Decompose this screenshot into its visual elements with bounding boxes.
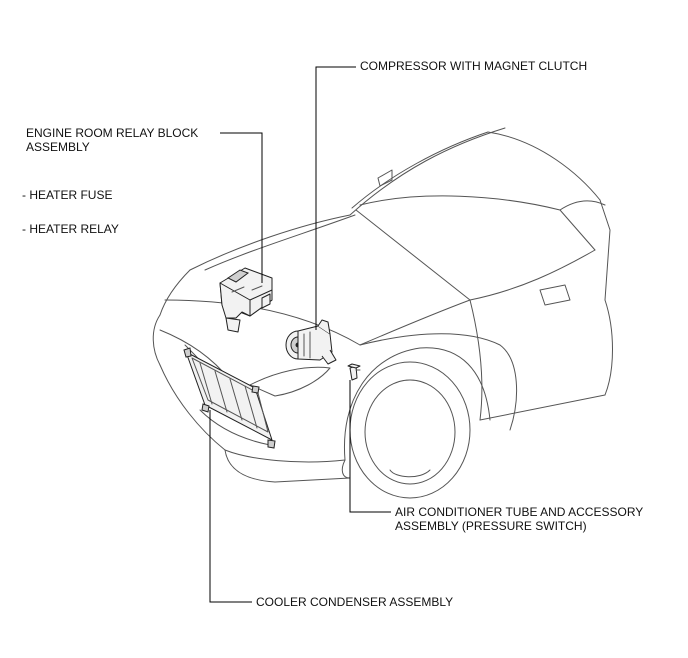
relay-block-label-line1: ENGINE ROOM RELAY BLOCK bbox=[26, 126, 199, 140]
leader-lines bbox=[209, 66, 391, 603]
ac-tube-label-line2: ASSEMBLY (PRESSURE SWITCH) bbox=[395, 519, 587, 533]
relay-block-part bbox=[219, 267, 273, 333]
leader-condenser bbox=[209, 410, 252, 603]
condenser-label: COOLER CONDENSER ASSEMBLY bbox=[256, 595, 454, 609]
compressor-part bbox=[285, 319, 337, 365]
leader-ac-tube bbox=[349, 380, 391, 513]
car-outline bbox=[152, 127, 613, 499]
condenser-part bbox=[183, 347, 276, 449]
ac-tube-label-line1: AIR CONDITIONER TUBE AND ACCESSORY bbox=[395, 505, 644, 519]
leader-relay-block bbox=[220, 132, 263, 283]
relay-block-label-line2: ASSEMBLY bbox=[26, 140, 90, 154]
leader-compressor bbox=[315, 66, 356, 330]
pressure-switch-part bbox=[347, 363, 361, 381]
compressor-label: COMPRESSOR WITH MAGNET CLUTCH bbox=[360, 59, 588, 73]
heater-fuse-label: - HEATER FUSE bbox=[22, 188, 113, 202]
heater-relay-label: - HEATER RELAY bbox=[22, 222, 119, 236]
